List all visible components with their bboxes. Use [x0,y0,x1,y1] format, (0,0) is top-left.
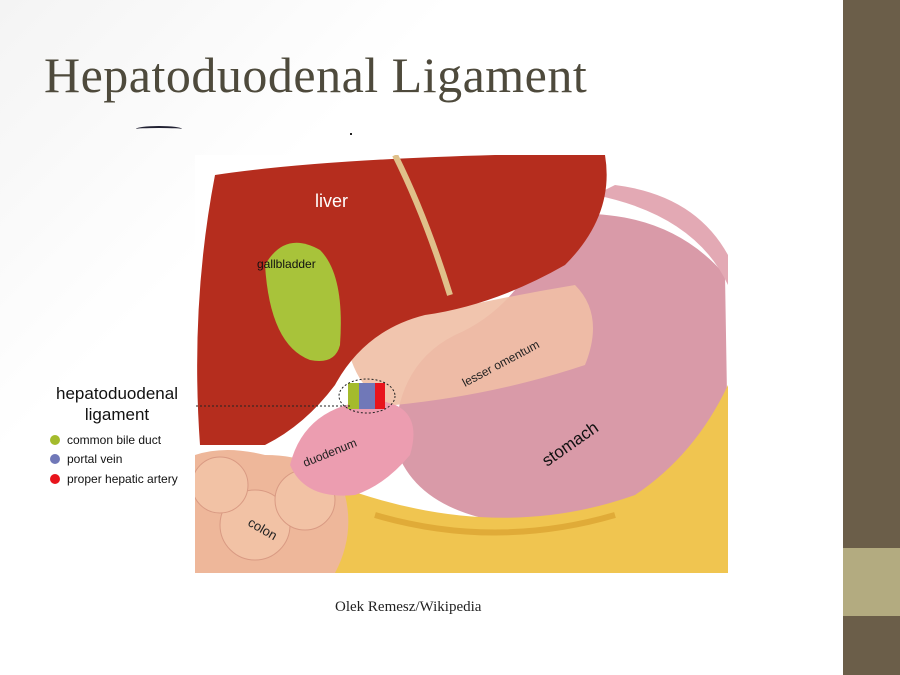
legend-dot-icon [50,434,60,445]
legend-label: proper hepatic artery [67,471,178,486]
legend: common bile duct portal vein proper hepa… [50,430,178,489]
duodenum-shape [290,400,414,496]
legend-title: hepatoduodenal ligament [48,383,186,425]
legend-title-line2: ligament [84,405,150,424]
gallbladder-shape [265,242,341,361]
label-liver: liver [315,191,348,211]
annotation-pen-stroke [136,126,182,132]
legend-dot-icon [50,454,60,465]
legend-item-portal-vein: portal vein [50,450,178,470]
legend-title-line1: hepatoduodenal [56,384,178,403]
common-bile-duct-mark [348,383,359,409]
legend-item-hepatic-artery: proper hepatic artery [50,469,178,489]
lesser-omentum-shape [345,285,593,405]
legend-label: portal vein [67,452,123,467]
portal-vein-mark [359,383,375,409]
annotation-pen-dot [350,133,352,135]
slide-title: Hepatoduodenal Ligament [44,47,588,103]
slide-sidebar-accent [843,548,900,616]
hepatic-artery-mark [375,383,385,409]
label-gallbladder: gallbladder [257,257,316,271]
anatomy-illustration: liver gallbladder lesser omentum duodenu… [195,155,728,573]
legend-dot-icon [50,473,60,484]
legend-item-common-bile-duct: common bile duct [50,430,178,450]
image-credit: Olek Remesz/Wikipedia [335,599,482,615]
liver-shape [197,155,607,445]
legend-label: common bile duct [67,432,162,447]
